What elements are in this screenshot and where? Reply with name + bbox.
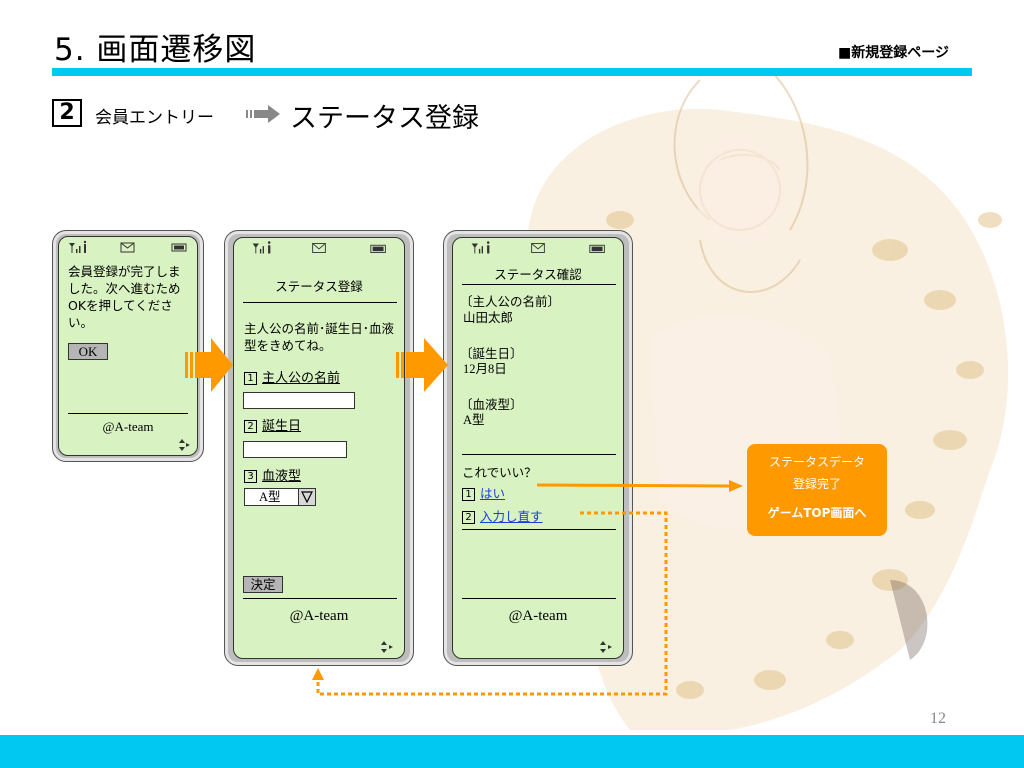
- blood-value: A型: [463, 413, 485, 427]
- divider: [462, 284, 616, 285]
- dropdown-arrow-icon[interactable]: [298, 488, 316, 506]
- status-bar: [252, 241, 386, 254]
- phone-1-screen: 会員登録が完了しました。次へ進むためOKを押してください。 OK @A-team: [58, 236, 198, 456]
- transition-arrow-icon: [185, 338, 233, 392]
- phone-3-screen: ステータス確認 〔主人公の名前〕 山田太郎 〔誕生日〕 12月8日 〔血液型〕 …: [452, 237, 624, 659]
- confirm-question: これでいい？: [462, 465, 537, 480]
- background-illustration: [527, 69, 1009, 730]
- divider: [462, 598, 616, 599]
- name-input[interactable]: [243, 392, 355, 409]
- name-label: 〔主人公の名前〕: [460, 294, 561, 309]
- step-arrow-icon: [246, 105, 280, 123]
- field-birthday-label: 2 誕生日: [244, 418, 301, 435]
- phone-2-screen: ステータス登録 主人公の名前･誕生日･血液型をきめてね。 1 主人公の名前 2 誕生…: [233, 237, 405, 659]
- transition-arrow-icon: [396, 338, 448, 392]
- field-birthday-link[interactable]: 誕生日: [262, 419, 302, 434]
- status-bar: [471, 241, 605, 254]
- number-2-icon: 2: [462, 511, 475, 524]
- phone-3: ステータス確認 〔主人公の名前〕 山田太郎 〔誕生日〕 12月8日 〔血液型〕 …: [443, 230, 633, 666]
- step-to-label: ステータス登録: [290, 103, 479, 134]
- nav-key-icon: [600, 641, 612, 653]
- header-rule: [52, 68, 972, 76]
- phone-1-footer: @A-team: [102, 419, 154, 434]
- divider: [462, 529, 616, 530]
- option-yes: 1 はい: [462, 485, 505, 502]
- retry-link[interactable]: 入力し直す: [480, 509, 543, 524]
- phone-3-title: ステータス確認: [494, 267, 582, 282]
- number-2-icon: 2: [244, 420, 257, 433]
- result-box: ステータスデータ 登録完了 ゲームTOP画面へ: [747, 444, 887, 536]
- step-number-badge: 2: [52, 99, 82, 127]
- yes-link[interactable]: はい: [480, 486, 506, 501]
- divider: [68, 413, 188, 414]
- page-number: 12: [930, 710, 946, 727]
- divider: [243, 302, 397, 303]
- phone-1-message: 会員登録が完了しました。次へ進むためOKを押してください。: [68, 264, 181, 330]
- step-from-label: 会員エントリー: [95, 108, 214, 128]
- footer-bar: [0, 735, 1024, 768]
- yes-connector-arrow: [536, 480, 743, 492]
- result-line-2: 登録完了: [792, 477, 841, 491]
- option-retry: 2 入力し直す: [462, 508, 543, 525]
- number-1-icon: 1: [462, 488, 475, 501]
- birthday-label: 〔誕生日〕: [460, 346, 523, 361]
- field-blood-link[interactable]: 血液型: [262, 469, 302, 484]
- blood-label: 〔血液型〕: [460, 397, 523, 412]
- blood-type-value: A型: [259, 490, 281, 504]
- birthday-value: 12月8日: [463, 362, 507, 376]
- nav-key-icon: [179, 439, 190, 451]
- number-1-icon: 1: [244, 372, 257, 385]
- phone-2-instruction: 主人公の名前･誕生日･血液型をきめてね。: [244, 321, 395, 353]
- phone-1: 会員登録が完了しました。次へ進むためOKを押してください。 OK @A-team: [52, 230, 204, 462]
- name-value: 山田太郎: [463, 310, 514, 325]
- field-name-link[interactable]: 主人公の名前: [262, 371, 341, 386]
- phone-2-footer: @A-team: [289, 608, 349, 624]
- birthday-input[interactable]: [243, 441, 347, 458]
- field-name-label: 1 主人公の名前: [244, 370, 340, 387]
- blood-type-select[interactable]: A型: [244, 488, 316, 506]
- result-line-3: ゲームTOP画面へ: [767, 506, 867, 520]
- result-line-1: ステータスデータ: [768, 455, 865, 469]
- phone-2-title: ステータス登録: [275, 279, 363, 294]
- ok-button[interactable]: OK: [68, 343, 108, 360]
- section-tag: ■新規登録ページ: [838, 45, 949, 61]
- divider: [462, 454, 616, 455]
- phone-3-footer: @A-team: [508, 608, 568, 624]
- page-title: 5. 画面遷移図: [54, 32, 257, 68]
- field-blood-label: 3 血液型: [244, 468, 301, 485]
- status-bar: [69, 240, 187, 253]
- retry-connector-arrow: [312, 511, 668, 696]
- nav-key-icon: [381, 641, 393, 653]
- submit-button[interactable]: 決定: [243, 576, 283, 593]
- phone-2: ステータス登録 主人公の名前･誕生日･血液型をきめてね。 1 主人公の名前 2 誕生…: [224, 230, 414, 666]
- divider: [243, 598, 397, 599]
- number-3-icon: 3: [244, 470, 257, 483]
